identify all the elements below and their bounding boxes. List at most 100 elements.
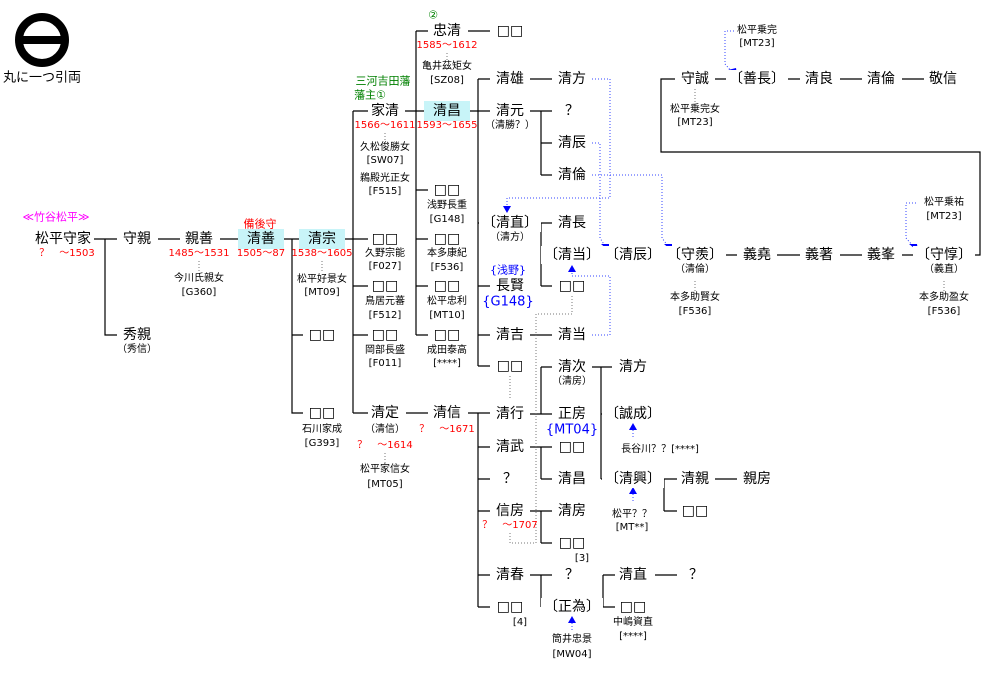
note: （清方）: [490, 232, 530, 243]
person: □□: [430, 326, 464, 344]
note: [MT09]: [304, 287, 340, 298]
person: □□: [555, 438, 589, 456]
person: □□: [555, 277, 589, 295]
note: 岡部長盛: [365, 345, 405, 356]
person: 清直: [616, 566, 650, 584]
lord-number-2: ②: [428, 8, 438, 22]
note: 松平乗祐: [924, 197, 964, 208]
person: □□: [368, 277, 402, 295]
person: 清昌: [555, 470, 589, 488]
person: 清房: [555, 502, 589, 520]
note: [MW04]: [552, 649, 592, 660]
note: 長谷川？？[****]: [621, 444, 699, 455]
person: □□: [616, 598, 650, 616]
note: [F011]: [368, 358, 402, 369]
person: ？: [500, 470, 520, 488]
person: □□: [493, 357, 527, 375]
note: 松平乗完: [737, 25, 777, 36]
life-dates: 1585～1612: [416, 40, 478, 51]
person: 正房: [555, 405, 589, 423]
person: 清次: [555, 358, 589, 376]
note: （義直）: [924, 264, 964, 275]
note: [F512]: [368, 310, 402, 321]
note: [****]: [433, 358, 461, 369]
note: 筒井忠景: [552, 634, 592, 645]
person: 清元: [493, 102, 527, 120]
note: （清信）: [365, 424, 405, 435]
ref-asano: {浅野}: [490, 263, 526, 277]
note: [SZ08]: [430, 75, 464, 86]
domain-label: 三河吉田藩: [355, 74, 411, 88]
person: 守誠: [678, 70, 712, 88]
life-dates: 1566～1611: [354, 120, 416, 131]
note: 本多助賢女: [670, 292, 720, 303]
person: 義峯: [864, 246, 898, 264]
person: 秀親: [120, 326, 154, 344]
note: [3]: [574, 553, 590, 564]
person: 〔清辰〕: [602, 246, 664, 264]
life-dates: 1538～1605: [291, 248, 353, 259]
life-dates: 1593～1655: [416, 120, 478, 131]
title-bingo: 備後守: [243, 217, 277, 231]
lineage-label: ≪竹谷松平≫: [22, 210, 90, 224]
person: 清倫: [864, 70, 898, 88]
note: 松平忠利: [427, 296, 467, 307]
person: □□: [368, 230, 402, 248]
person-highlighted: 清善: [238, 229, 284, 249]
person: 長賢: [493, 277, 527, 295]
person: 清武: [493, 438, 527, 456]
note: [F536]: [430, 262, 464, 273]
person: 清雄: [493, 70, 527, 88]
note: 中嶋資直: [613, 617, 653, 628]
lord-number-1: 藩主①: [354, 88, 386, 102]
crest-icon: [15, 13, 69, 67]
note: 石川家成: [302, 424, 342, 435]
note: [F536]: [927, 306, 961, 317]
spouse-links: [198, 53, 945, 544]
note: [F027]: [368, 261, 402, 272]
ref-g148: {G148}: [482, 294, 534, 310]
person: 清信: [430, 404, 464, 422]
person: □□: [493, 22, 527, 40]
person: 清春: [493, 566, 527, 584]
person: □□: [555, 534, 589, 552]
note: 亀井茲矩女: [422, 61, 472, 72]
note: [G148]: [429, 214, 465, 225]
person: □□: [493, 598, 527, 616]
person: 清当: [555, 326, 589, 344]
adoption-links: [506, 30, 916, 630]
person: □□: [430, 230, 464, 248]
person: 〔善長〕: [726, 70, 788, 88]
note: [MT23]: [926, 211, 962, 222]
person: 清行: [493, 405, 527, 423]
note: 松平家信女: [360, 464, 410, 475]
note: [MT10]: [429, 310, 465, 321]
note: [F536]: [678, 306, 712, 317]
note: [MT23]: [739, 38, 775, 49]
note: 浅野長重: [427, 200, 467, 211]
note: [MT05]: [367, 479, 403, 490]
note: 久野宗能: [365, 248, 405, 259]
note: 鳥居元蕃: [365, 296, 405, 307]
person: 清親: [678, 470, 712, 488]
person: 清吉: [493, 326, 527, 344]
person: 清定: [368, 404, 402, 422]
person: 親善: [182, 230, 216, 248]
person: 清倫: [555, 166, 589, 184]
life-dates: 1505～87: [236, 248, 286, 259]
person: 清方: [616, 358, 650, 376]
note: 久松俊勝女: [360, 142, 410, 153]
note: 本多助盈女: [919, 292, 969, 303]
crest-label: 丸に一つ引両: [2, 70, 82, 86]
person: 敬信: [926, 70, 960, 88]
note: （清房）: [552, 376, 592, 387]
person: 松平守家: [32, 230, 94, 248]
note: [MT**]: [615, 522, 649, 533]
person: 家清: [368, 102, 402, 120]
person: □□: [368, 326, 402, 344]
person: 〔正為〕: [541, 598, 603, 616]
note: [MT23]: [677, 117, 713, 128]
note: [G393]: [304, 438, 340, 449]
person: 清辰: [555, 134, 589, 152]
person: □□: [430, 277, 464, 295]
